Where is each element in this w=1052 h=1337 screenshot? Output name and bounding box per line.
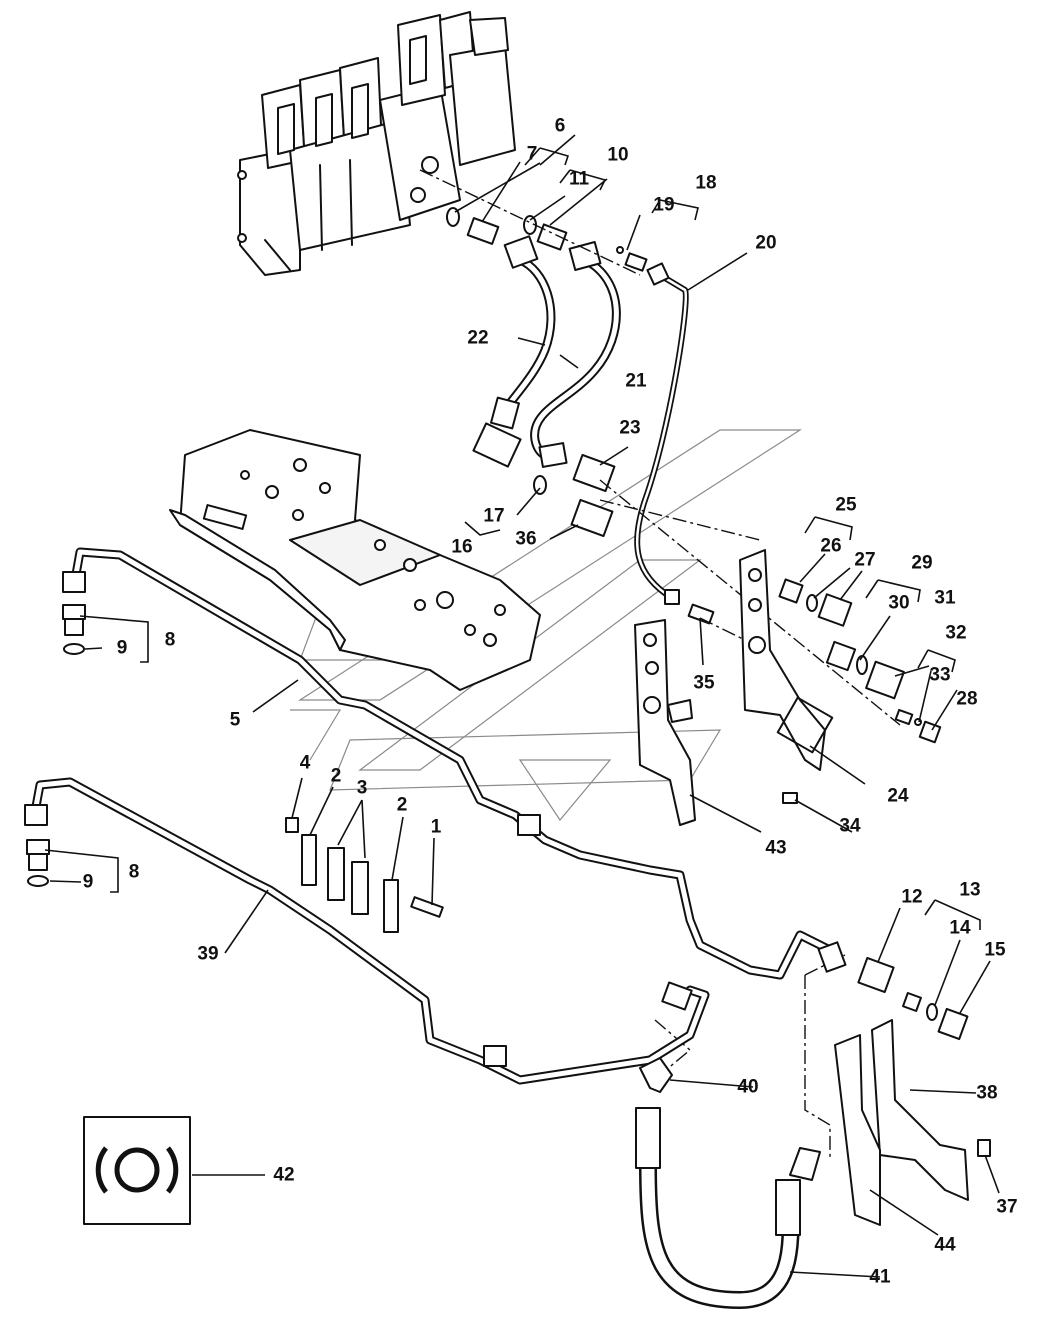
callout-10: 10: [607, 145, 628, 166]
callout-31: 31: [934, 588, 956, 609]
callout-9: 9: [117, 638, 128, 659]
callout-16: 16: [451, 537, 472, 558]
elbow-40: [639, 1057, 673, 1093]
bracket-43: [634, 619, 696, 826]
callout-2: 2: [331, 766, 342, 787]
group-brackets: [44, 147, 981, 930]
callout-38: 38: [976, 1083, 997, 1104]
callout-26: 26: [820, 536, 841, 557]
callout-42: 42: [273, 1165, 294, 1186]
callout-18: 18: [695, 173, 716, 194]
callout-8: 8: [165, 630, 176, 651]
callout-4: 4: [300, 753, 311, 774]
callout-20: 20: [755, 233, 776, 254]
pipe-21: [530, 241, 621, 468]
callout-14: 14: [949, 918, 971, 939]
callout-3: 3: [357, 778, 368, 799]
callout-5: 5: [230, 710, 241, 731]
callout-39: 39: [197, 944, 218, 965]
callout-21: 21: [625, 371, 647, 392]
control-valve-assembly: [237, 11, 516, 276]
callout-35: 35: [693, 673, 715, 694]
callout-8: 8: [129, 862, 140, 883]
bracket-24: [739, 549, 834, 771]
callout-12: 12: [901, 887, 922, 908]
callout-33: 33: [929, 665, 950, 686]
pipe-20: [634, 262, 689, 605]
fittings-top: [446, 207, 715, 625]
hose-41: [635, 1107, 821, 1309]
clamp-set: [285, 817, 444, 933]
callout-44: 44: [934, 1235, 956, 1256]
callout-22: 22: [467, 328, 488, 349]
callout-19: 19: [653, 195, 674, 216]
callout-13: 13: [959, 880, 980, 901]
pipe-5: [62, 547, 847, 980]
callout-17: 17: [483, 506, 504, 527]
callout-9: 9: [83, 872, 94, 893]
callout-15: 15: [984, 940, 1006, 961]
callout-2: 2: [397, 795, 408, 816]
callout-6: 6: [555, 116, 566, 137]
callout-37: 37: [996, 1197, 1017, 1218]
bracket-44: [834, 1034, 881, 1226]
fitting-8-upper: [62, 604, 86, 655]
callout-7: 7: [527, 144, 538, 165]
fittings-right: [778, 578, 942, 804]
transmission-housing: [169, 429, 541, 691]
callout-41: 41: [869, 1267, 891, 1288]
callout-labels: 1 2 2 3 4 5 6 7 8 8 9 9 10 11 12 13 14 1…: [83, 116, 1018, 1288]
callout-23: 23: [619, 418, 640, 439]
callout-32: 32: [945, 623, 966, 644]
callout-29: 29: [911, 553, 932, 574]
brake-symbol-icon: [95, 1146, 179, 1194]
fittings-12-15: [857, 956, 969, 1041]
screw-37: [977, 1139, 991, 1157]
leaders: [49, 134, 1000, 1278]
fitting-8-lower: [26, 839, 50, 887]
callout-28: 28: [956, 689, 977, 710]
callout-27: 27: [854, 550, 875, 571]
bracket-38: [871, 1019, 969, 1201]
callout-36: 36: [515, 529, 536, 550]
callout-25: 25: [835, 495, 857, 516]
callout-24: 24: [887, 786, 909, 807]
pipe-39: [24, 777, 710, 1085]
callout-34: 34: [839, 816, 861, 837]
callout-30: 30: [888, 593, 909, 614]
callout-43: 43: [765, 838, 786, 859]
pipe-22: [490, 235, 556, 430]
callout-1: 1: [431, 817, 442, 838]
callout-11: 11: [569, 169, 590, 190]
brake-symbol-box: [83, 1116, 191, 1225]
callout-40: 40: [737, 1077, 758, 1098]
